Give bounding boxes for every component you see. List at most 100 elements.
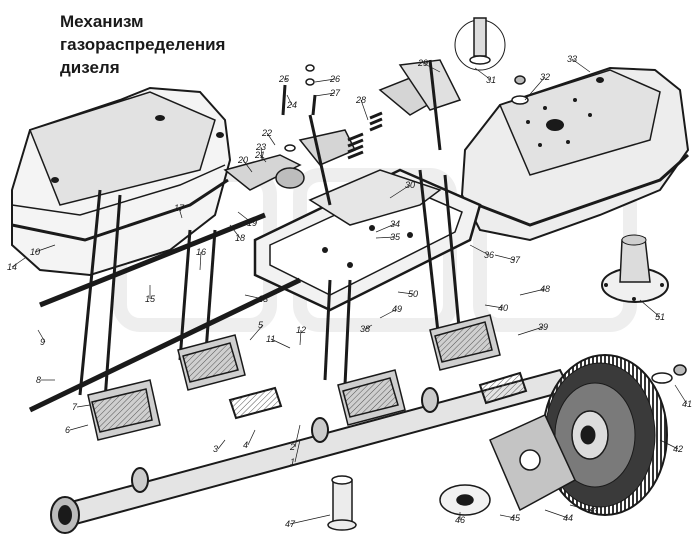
leader-line-34 [375,223,396,233]
breather-cap [601,234,669,303]
leader-line-6 [69,424,89,431]
leader-line-32 [524,76,546,101]
callout-18: 18 [235,233,245,243]
leader-line-25 [283,78,288,81]
leader-line-5 [249,324,264,341]
leader-line-23 [260,146,263,161]
callout-3: 3 [213,444,218,454]
callout-49: 49 [392,304,402,314]
leader-line-10 [34,244,56,253]
leader-line-1 [294,439,301,463]
callout-5: 5 [258,320,264,330]
leader-line-26 [314,78,336,83]
callout-19: 19 [247,218,257,228]
callout-26: 26 [329,74,340,84]
pushrods [28,169,464,413]
leader-lines [11,58,688,525]
leader-line-47 [289,514,331,525]
leader-line-27 [314,92,336,97]
callout-40: 40 [498,303,508,313]
leader-line-19 [237,211,253,224]
camshaft-gear [542,354,668,516]
leader-line-13 [244,294,264,300]
leader-line-51 [639,299,661,318]
callout-37: 37 [510,255,521,265]
callout-4: 4 [243,440,248,450]
leader-line-22 [266,132,276,146]
callout-42: 42 [673,444,683,454]
leader-line-42 [659,439,679,450]
leader-line-16 [199,251,202,271]
tappet-blocks [87,314,501,441]
callout-27: 27 [329,88,341,98]
leader-line-41 [674,384,688,405]
leader-line-36 [469,244,490,256]
callout-34: 34 [390,219,400,229]
leader-line-43 [569,504,594,512]
callout-23: 23 [255,142,266,152]
leader-line-4 [247,429,256,446]
leader-line-17 [178,207,183,219]
flange-and-bush [327,475,491,531]
callout-14: 14 [7,262,17,272]
callout-29: 29 [417,58,428,68]
valve-springs [347,111,383,160]
leader-line-45 [499,514,516,519]
leader-line-28 [360,99,369,121]
leader-line-48 [519,288,546,296]
leader-line-38 [364,324,373,330]
callout-39: 39 [538,322,548,332]
leader-line-29 [422,62,441,73]
leader-line-11 [270,338,291,349]
callout-28: 28 [355,95,366,105]
leader-line-39 [517,326,544,336]
leader-line-49 [379,308,398,319]
leader-line-21 [259,154,267,163]
leader-line-14 [11,257,26,268]
callout-24: 24 [286,100,297,110]
callout-44: 44 [563,513,573,523]
callout-41: 41 [682,399,692,409]
callout-36: 36 [484,250,494,260]
title-line-1: Механизм [60,12,144,31]
leader-line-40 [484,304,504,309]
callout-38: 38 [360,324,370,334]
callout-47: 47 [285,519,296,529]
callout-43: 43 [588,506,598,516]
callout-17: 17 [174,203,185,213]
callout-25: 25 [278,74,290,84]
callout-21: 21 [254,150,265,160]
rocker-assembly [223,59,462,206]
callout-30: 30 [405,180,415,190]
callout-32: 32 [540,72,550,82]
thrust-plate [489,414,576,512]
leader-line-50 [397,291,414,295]
callout-33: 33 [567,54,577,64]
callout-10: 10 [30,247,40,257]
callout-6: 6 [65,425,70,435]
leader-line-20 [242,159,253,173]
leader-line-44 [544,509,569,519]
callout-48: 48 [540,284,550,294]
leader-line-2 [294,424,301,448]
leader-line-30 [389,184,411,199]
leader-line-31 [474,67,492,81]
fasteners [281,17,687,384]
leader-line-9 [37,329,46,343]
leader-line-7 [76,404,91,408]
leader-line-37 [494,254,516,261]
diagram-title: Механизм газораспределения дизеля [60,10,225,79]
callout-46: 46 [455,515,465,525]
leader-line-24 [286,94,293,106]
callout-35: 35 [390,232,401,242]
leader-line-35 [375,236,396,239]
callout-51: 51 [655,312,665,322]
left-valve-cover [11,86,232,277]
callout-20: 20 [237,155,248,165]
callout-16: 16 [196,247,206,257]
callout-1: 1 [290,457,295,467]
callout-13: 13 [258,294,268,304]
